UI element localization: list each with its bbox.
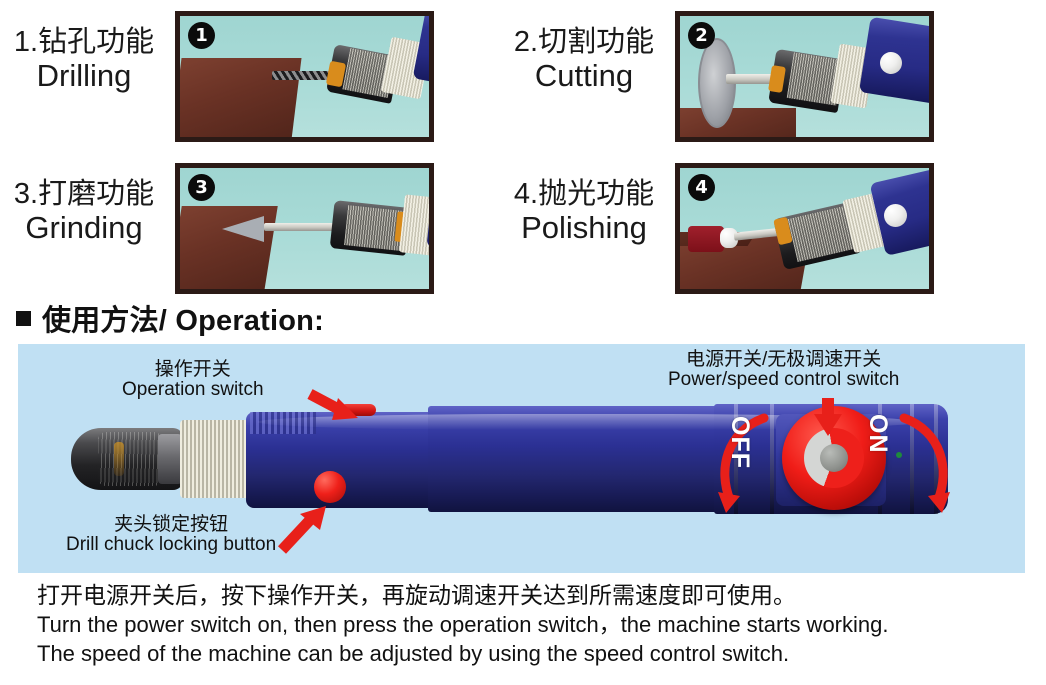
function-grid: 1.钻孔功能 Drilling 1 2.切割功能 Cutting [0,0,1046,294]
dial-on-label: ON [864,414,892,454]
tool-knob [880,52,902,74]
function-label-en: Grinding [25,209,143,245]
drill-bit [272,71,344,80]
instructions-line-en-2: The speed of the machine can be adjusted… [37,641,790,666]
function-label-polishing: 4.抛光功能 Polishing [454,178,714,245]
callout-en: Power/speed control switch [668,369,900,391]
grinding-bit [222,216,264,242]
drill-chuck-locking-button[interactable] [314,471,346,503]
tool-mid-body [428,406,718,512]
function-label-drilling: 1.钻孔功能 Drilling [0,26,214,93]
instructions-line-cn: 打开电源开关后，按下操作开关，再旋动调速开关达到所需速度即可使用。 [37,582,796,608]
function-cell-grinding: 3.打磨功能 Grinding 3 [0,152,500,297]
grip-ring [734,404,738,514]
indicator-dot [896,452,902,458]
operation-heading-text: 使用方法/ Operation: [42,305,324,337]
tool-knob [884,204,907,227]
front-rib-texture [250,412,316,434]
grip-ring [934,404,938,514]
grip-ring [910,404,914,514]
photo-badge-3: 3 [188,174,215,201]
function-label-cn: 3.打磨功能 [13,178,155,210]
callout-cn: 电源开关/无极调速开关 [686,349,882,370]
dial-rotation-arrow-right [899,413,950,513]
dial-off-label: OFF [726,416,754,469]
callout-en: Drill chuck locking button [66,534,277,556]
bit-shaft [264,223,342,231]
arrow-down-right-icon [307,389,358,420]
function-photo-polishing: 4 [675,163,934,294]
photo-badge-2: 2 [688,22,715,49]
function-label-cutting: 2.切割功能 Cutting [454,26,714,93]
callout-drill-chuck-locking-button: 夹头锁定按钮 Drill chuck locking button [66,514,277,556]
instructions-block: 打开电源开关后，按下操作开关，再旋动调速开关达到所需速度即可使用。 Turn t… [37,580,1027,668]
function-photo-drilling: 1 [175,11,434,142]
tool-illustration: OFF ON [18,344,1025,573]
drill-chuck-orange-fleck [114,442,124,476]
drill-chuck-texture [98,432,162,486]
function-cell-drilling: 1.钻孔功能 Drilling 1 [0,0,500,145]
function-cell-polishing: 4.抛光功能 Polishing 4 [500,152,1000,297]
function-label-cn: 4.抛光功能 [513,178,655,210]
chuck-steel-ring [158,434,182,484]
photo-badge-1: 1 [188,22,215,49]
instructions-line-en-1: Turn the power switch on, then press the… [37,612,889,637]
dial-rotation-arrow-left [718,413,769,513]
polishing-bit-cap [720,228,738,248]
callout-power-speed-switch: 电源开关/无极调速开关 Power/speed control switch [668,349,900,391]
operation-diagram-panel: OFF ON 操作开关 Operation switch 电源开关/无极调速开关… [18,344,1025,573]
workpiece-wood [680,108,796,137]
callout-operation-switch: 操作开关 Operation switch [122,359,264,401]
callout-cn: 操作开关 [154,359,231,380]
arrow-down-icon [814,398,842,436]
function-label-en: Drilling [36,57,132,93]
disc-shaft [726,74,778,84]
function-cell-cutting: 2.切割功能 Cutting 2 [500,0,1000,145]
function-label-cn: 2.切割功能 [513,26,655,58]
operation-section-heading: 使用方法/ Operation: [16,296,324,340]
grip-ring [770,404,774,514]
function-photo-grinding: 3 [175,163,434,294]
photo-badge-4: 4 [688,174,715,201]
function-label-en: Polishing [521,209,647,245]
arrow-up-right-icon [277,506,326,554]
function-photo-cutting: 2 [675,11,934,142]
dial-center-hub [820,444,848,472]
function-label-cn: 1.钻孔功能 [13,26,155,58]
polishing-bit [688,226,724,252]
callout-en: Operation switch [122,379,264,401]
square-bullet-icon [16,310,31,326]
function-label-grinding: 3.打磨功能 Grinding [0,178,214,245]
callout-cn: 夹头锁定按钮 [114,514,229,535]
knurled-collar [180,420,250,498]
function-label-en: Cutting [534,57,634,93]
